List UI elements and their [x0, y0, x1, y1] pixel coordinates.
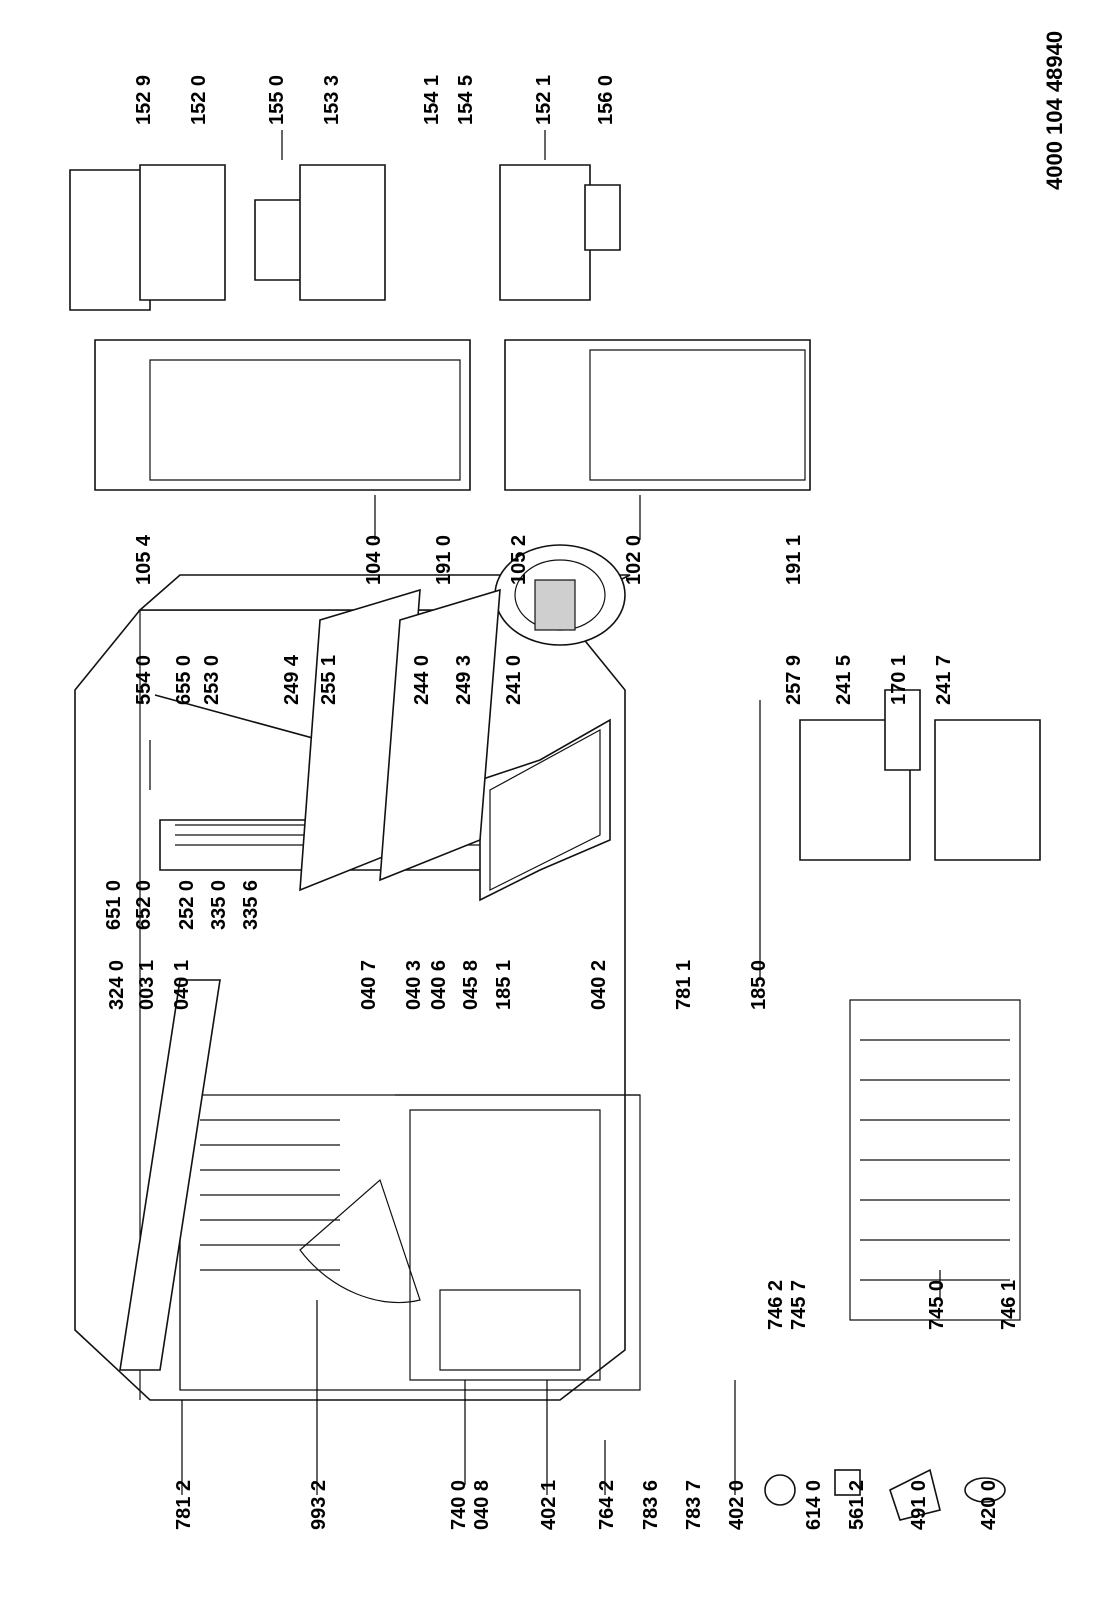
label-1550: 155 0	[266, 75, 288, 125]
label-1520: 152 0	[188, 75, 210, 125]
label-2410: 241 0	[503, 655, 525, 705]
label-2530: 253 0	[201, 655, 223, 705]
label-7400: 740 0	[448, 1480, 470, 1530]
label-4021: 402 1	[538, 1480, 560, 1530]
wire-racks-7450	[849, 999, 1021, 1321]
label-1529: 152 9	[133, 75, 155, 125]
label-0401: 040 1	[171, 960, 193, 1010]
label-1054: 105 4	[133, 534, 155, 585]
part-labels: 781 2 993 2 740 0 040 8 402 1 764 2 783 …	[103, 31, 1067, 1530]
label-7461: 746 1	[998, 1280, 1020, 1330]
label-4200: 420 0	[978, 1480, 1000, 1530]
label-2551: 255 1	[318, 655, 340, 705]
label-1541: 154 1	[421, 75, 443, 125]
label-1533: 153 3	[321, 75, 343, 125]
label-7811: 781 1	[673, 960, 695, 1010]
label-0407: 040 7	[358, 960, 380, 1010]
label-7837: 783 7	[683, 1480, 705, 1530]
label-7450: 745 0	[926, 1280, 948, 1330]
label-7457: 745 7	[788, 1280, 810, 1330]
label-1545: 154 5	[455, 75, 477, 125]
label-7836: 783 6	[640, 1480, 662, 1530]
glass-shelf-2440	[379, 588, 501, 882]
label-1850: 185 0	[748, 960, 770, 1010]
document-code: 4000 104 48940	[1042, 31, 1067, 190]
label-7642: 764 2	[596, 1480, 618, 1530]
label-2417: 241 7	[933, 655, 955, 705]
label-1851: 185 1	[493, 960, 515, 1010]
label-1521: 152 1	[533, 75, 555, 125]
label-2494: 249 4	[281, 654, 303, 705]
label-0403: 040 3	[403, 960, 425, 1010]
door-bins	[69, 164, 621, 311]
label-1701: 170 1	[888, 655, 910, 705]
label-5612: 561 2	[846, 1480, 868, 1530]
label-2440: 244 0	[411, 655, 433, 705]
label-1020: 102 0	[623, 535, 645, 585]
label-6520: 652 0	[133, 880, 155, 930]
label-3240: 324 0	[106, 960, 128, 1010]
label-1910: 191 0	[433, 535, 455, 585]
label-0031: 003 1	[136, 960, 158, 1010]
label-9932: 993 2	[308, 1480, 330, 1530]
label-1052: 105 2	[508, 535, 530, 585]
label-7462: 746 2	[765, 1280, 787, 1330]
compressor	[494, 544, 626, 646]
label-3350: 335 0	[208, 880, 230, 930]
label-0406: 040 6	[428, 960, 450, 1010]
label-1040: 104 0	[363, 535, 385, 585]
label-2415: 241 5	[833, 655, 855, 705]
shelf-supports	[200, 1119, 340, 1271]
label-3356: 335 6	[240, 880, 262, 930]
label-1911: 191 1	[783, 535, 805, 585]
label-6550: 655 0	[173, 655, 195, 705]
label-5540: 554 0	[133, 655, 155, 705]
label-2493: 249 3	[453, 655, 475, 705]
label-4020: 402 0	[726, 1480, 748, 1530]
freezer-door-1040	[94, 339, 471, 491]
fridge-door-1020	[504, 339, 811, 491]
label-4910: 491 0	[908, 1480, 930, 1530]
leader-lines	[149, 130, 941, 1495]
electrical-components	[764, 1468, 1006, 1521]
label-7812: 781 2	[173, 1480, 195, 1530]
label-0458: 045 8	[460, 960, 482, 1010]
label-0408: 040 8	[471, 1480, 493, 1530]
label-0402: 040 2	[588, 960, 610, 1010]
drawers-2415-2417	[799, 689, 1041, 861]
label-2520: 252 0	[176, 880, 198, 930]
label-6510: 651 0	[103, 880, 125, 930]
label-6140: 614 0	[803, 1480, 825, 1530]
label-1560: 156 0	[595, 75, 617, 125]
label-2579: 257 9	[783, 655, 805, 705]
